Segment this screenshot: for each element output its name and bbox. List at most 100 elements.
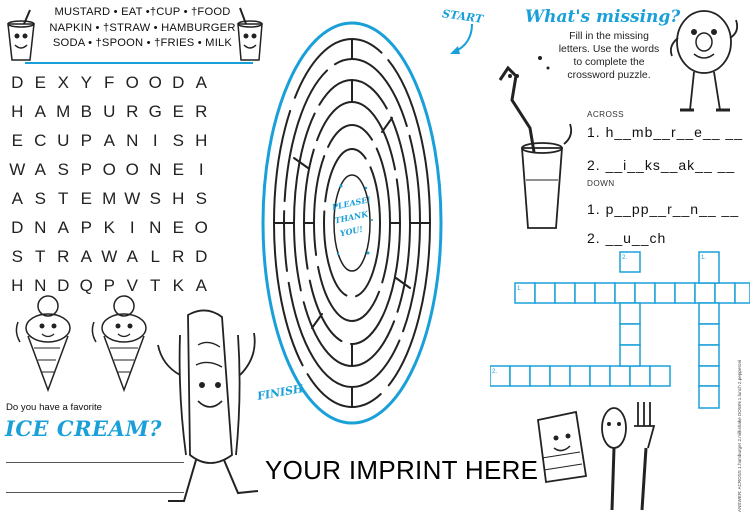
word-search-letter[interactable]: M — [102, 188, 117, 208]
word-search-letter[interactable]: D — [11, 217, 24, 237]
word-search-letter[interactable]: P — [103, 275, 116, 295]
across-clue[interactable]: 1. h__mb__r__e__ __ — [587, 124, 743, 140]
word-search-letter[interactable]: N — [149, 217, 162, 237]
write-line[interactable] — [6, 462, 184, 463]
word-search-letter[interactable]: H — [172, 188, 185, 208]
imprint-text: YOUR IMPRINT HERE — [265, 455, 539, 485]
maze[interactable]: PLEASE! THANK YOU! — [252, 8, 452, 438]
soda-cup-illustration — [7, 9, 35, 61]
word-search-letter[interactable]: S — [195, 188, 208, 208]
ice-cream-title: ICE CREAM? — [5, 416, 162, 441]
word-search-letter[interactable]: A — [195, 72, 208, 92]
word-search-letter[interactable]: S — [34, 188, 47, 208]
word-search-letter[interactable]: T — [58, 188, 69, 208]
word-search-letter[interactable]: H — [11, 275, 24, 295]
word-search-letter[interactable]: N — [126, 130, 139, 150]
word-search-letter[interactable]: G — [148, 101, 163, 121]
word-search-letter[interactable]: R — [57, 246, 70, 266]
word-search-letter[interactable]: E — [34, 72, 47, 92]
word-search-letter[interactable]: S — [57, 159, 70, 179]
word-search-letter[interactable]: E — [172, 159, 185, 179]
word-search-letter[interactable]: H — [195, 130, 208, 150]
word-search-letter[interactable]: C — [34, 130, 47, 150]
word-search-letter[interactable]: I — [129, 217, 136, 237]
word-search-letter[interactable]: A — [11, 188, 24, 208]
word-search-letter[interactable]: E — [172, 101, 185, 121]
maze-walls — [273, 38, 431, 408]
crossword-number: 2. — [622, 255, 627, 261]
word-search-letter[interactable]: O — [194, 217, 209, 237]
crossword-number: 1. — [701, 255, 706, 261]
word-search-letter[interactable]: K — [172, 275, 185, 295]
word-search-letter[interactable]: R — [126, 101, 139, 121]
across-clue[interactable]: 2. __i__ks__ak__ __ — [587, 157, 736, 173]
word-search-letter[interactable]: T — [150, 275, 161, 295]
word-search-letter[interactable]: A — [80, 246, 93, 266]
word-search-letter[interactable]: F — [104, 72, 115, 92]
word-search-letter[interactable]: R — [172, 246, 185, 266]
word-search-letter[interactable]: P — [80, 159, 93, 179]
word-search-letter[interactable]: S — [172, 130, 185, 150]
word-search-letter[interactable]: P — [80, 217, 93, 237]
word-search-letter[interactable]: M — [56, 101, 71, 121]
word-list-line: MUSTARD • EAT •†CUP • †FOOD — [54, 6, 231, 18]
word-search-letter[interactable]: E — [11, 130, 24, 150]
soda-cup-illustration — [237, 7, 263, 61]
word-search-letter[interactable]: U — [57, 130, 70, 150]
word-search-letter[interactable]: A — [126, 246, 139, 266]
word-search-letter[interactable]: E — [172, 217, 185, 237]
down-clue[interactable]: 1. p__pp__r__n__ __ — [587, 201, 740, 217]
word-search-letter[interactable]: N — [34, 217, 47, 237]
word-search-letter[interactable]: P — [80, 130, 93, 150]
word-search-letter[interactable]: A — [103, 130, 116, 150]
word-search-letter[interactable]: H — [11, 101, 24, 121]
word-search-letter[interactable]: O — [102, 159, 117, 179]
word-search-letter[interactable]: S — [149, 188, 162, 208]
instruction-line: letters. Use the words — [558, 44, 660, 55]
word-search-letter[interactable]: A — [34, 159, 47, 179]
word-search-letter[interactable]: O — [125, 159, 140, 179]
word-search-letter[interactable]: Q — [79, 275, 94, 295]
word-search-letter[interactable]: T — [35, 246, 46, 266]
word-search-letter[interactable]: X — [57, 72, 70, 92]
word-search-letter[interactable]: L — [150, 246, 161, 266]
word-search-letter[interactable]: W — [9, 159, 26, 179]
word-search-letter[interactable]: S — [11, 246, 24, 266]
word-search-letter[interactable]: D — [195, 246, 208, 266]
word-search-letter[interactable]: O — [148, 72, 163, 92]
word-search-letter[interactable]: D — [11, 72, 24, 92]
word-list: MUSTARD • EAT •†CUP • †FOOD NAPKIN • †ST… — [40, 5, 245, 52]
word-search-letter[interactable]: N — [149, 159, 162, 179]
whats-missing-title: What's missing? — [525, 7, 681, 27]
write-line[interactable] — [6, 492, 184, 493]
word-search-letter[interactable]: O — [125, 72, 140, 92]
word-search-letter[interactable]: A — [34, 101, 47, 121]
word-search-letter[interactable]: A — [195, 275, 208, 295]
word-search-letter[interactable]: D — [57, 275, 70, 295]
crossword-grid[interactable]: 1. 2. 1. 2. — [490, 250, 750, 410]
word-search-letter[interactable]: N — [34, 275, 47, 295]
word-search-letter[interactable]: I — [198, 159, 205, 179]
word-search-letter[interactable]: Y — [80, 72, 93, 92]
word-search-letter[interactable]: A — [57, 217, 70, 237]
word-search-letter[interactable]: R — [195, 101, 208, 121]
instruction-line: crossword puzzle. — [567, 70, 651, 81]
word-search-letter[interactable]: U — [103, 101, 116, 121]
word-search-letter[interactable]: I — [152, 130, 159, 150]
word-search-letter[interactable]: B — [80, 101, 93, 121]
word-search-letter[interactable]: E — [80, 188, 93, 208]
word-search-letter[interactable]: W — [124, 188, 141, 208]
answer-key: ANSWER: ACROSS 1.hamburger 2.milkshake D… — [737, 359, 742, 512]
word-search-letter[interactable]: W — [101, 246, 118, 266]
down-clue[interactable]: 2. __u__ch — [587, 230, 667, 246]
word-search-letter[interactable]: D — [172, 72, 185, 92]
word-search-letter[interactable]: K — [103, 217, 116, 237]
donut-character-illustration — [669, 10, 739, 112]
word-search-letter[interactable]: V — [126, 275, 139, 295]
